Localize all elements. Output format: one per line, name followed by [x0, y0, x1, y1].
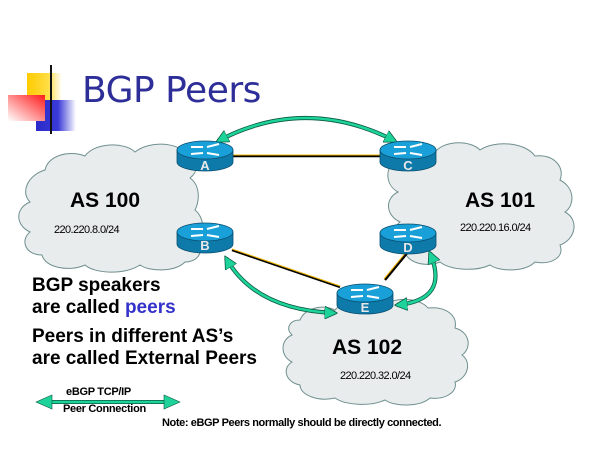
as100-subnet: 220.220.8.0/24 — [54, 224, 120, 236]
router-arrow-glyph — [206, 225, 220, 230]
router-arrow-glyph — [190, 234, 204, 237]
router-arrow-glyph — [366, 295, 380, 299]
title-decoration — [8, 65, 600, 134]
as101-subnet: 220.220.16.0/24 — [460, 222, 531, 234]
router-arrow-glyph — [409, 226, 423, 231]
link-b-e — [231, 248, 341, 289]
text-line-2: are called peers — [32, 297, 176, 319]
as102-subnet: 220.220.32.0/24 — [340, 370, 411, 382]
text-line-3: Peers in different AS’s — [32, 326, 234, 347]
router-arrow-glyph — [190, 152, 204, 155]
peer-arrows — [218, 115, 435, 313]
router-arrow-glyph — [350, 295, 364, 298]
router-d — [379, 223, 437, 255]
router-arrow-glyph — [393, 235, 407, 238]
router-c — [379, 140, 437, 172]
router-arrow-glyph — [409, 235, 423, 239]
router-label-b: B — [200, 238, 210, 253]
router-arrow-glyph — [366, 286, 380, 291]
router-arrow-glyph — [206, 234, 220, 238]
legend-top-label: eBGP TCP/IP — [66, 386, 131, 398]
slide-title: BGP Peers — [82, 70, 261, 111]
routers — [176, 140, 437, 315]
footnote: Note: eBGP Peers normally should be dire… — [162, 417, 442, 429]
as102-label: AS 102 — [332, 336, 403, 359]
text-peers-accent: peers — [124, 297, 176, 318]
link-d-e — [384, 251, 409, 281]
router-arrow-glyph — [393, 152, 407, 155]
router-a — [176, 140, 234, 172]
router-arrow-glyph — [409, 152, 423, 156]
router-label-e: E — [360, 300, 370, 315]
router-label-c: C — [403, 158, 413, 173]
router-b — [176, 222, 234, 254]
text-line-2-prefix: are called — [32, 297, 125, 318]
text-line-4: are called External Peers — [32, 348, 257, 369]
router-arrow-glyph — [206, 143, 220, 148]
router-label-d: D — [403, 240, 413, 255]
physical-links — [231, 154, 409, 289]
router-label-a: A — [200, 158, 210, 173]
text-line-1: BGP speakers — [32, 275, 161, 296]
as100-label: AS 100 — [70, 189, 141, 212]
router-e — [336, 283, 394, 315]
router-arrow-glyph — [409, 143, 423, 148]
router-arrow-glyph — [206, 152, 220, 156]
legend-bottom-label: Peer Connection — [63, 403, 146, 415]
as101-label: AS 101 — [465, 189, 536, 212]
legend-arrow — [35, 394, 181, 410]
